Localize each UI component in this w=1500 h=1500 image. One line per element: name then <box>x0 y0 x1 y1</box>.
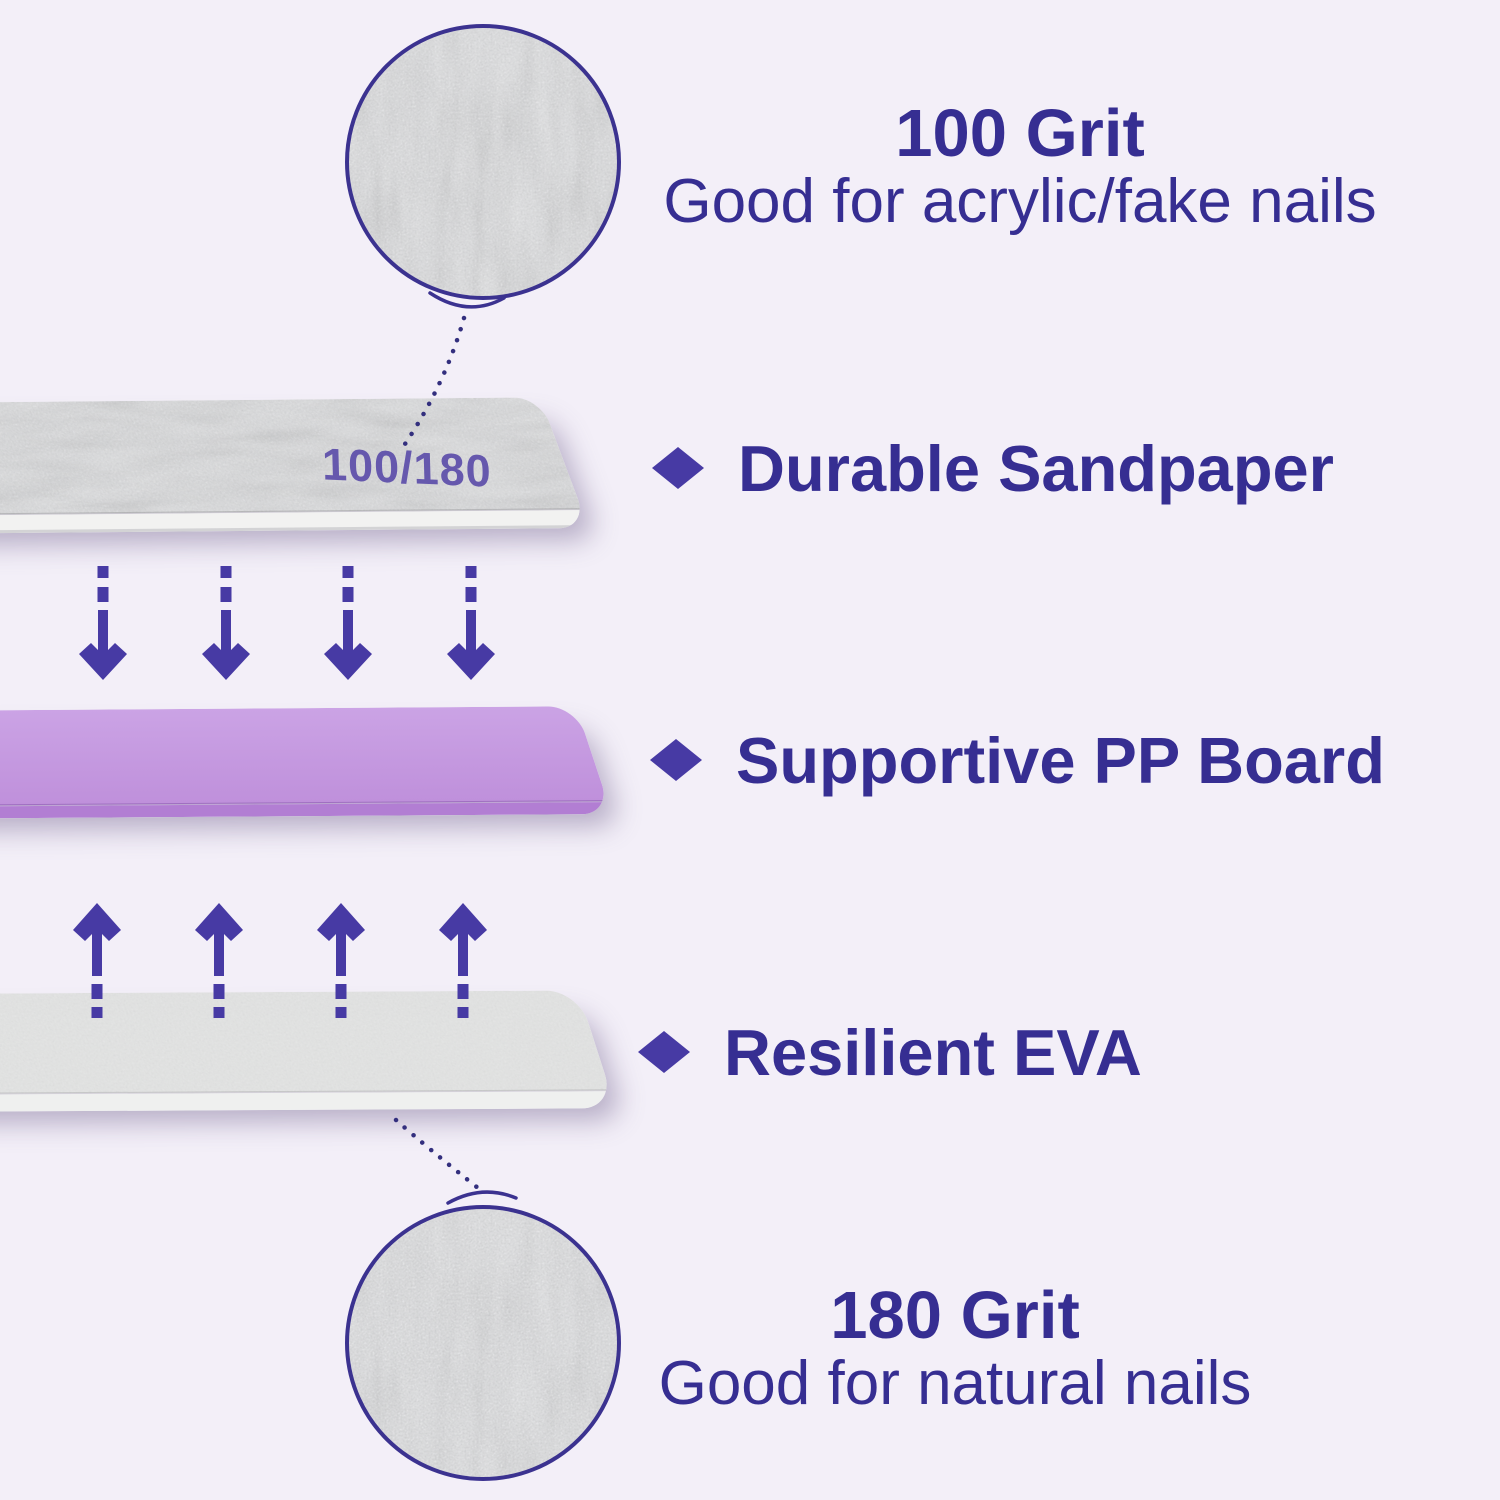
label-text: Resilient EVA <box>724 1015 1142 1089</box>
dotted-connector-bottom <box>393 1117 481 1191</box>
grit-print-label: 100/180 <box>321 438 493 497</box>
down-arrow-icon <box>324 566 372 680</box>
sandpaper-texture-circle-180 <box>345 1205 621 1481</box>
label-supportive-pp-board: Supportive PP Board <box>650 723 1385 797</box>
up-arrow-icon <box>73 903 121 1018</box>
diamond-icon <box>650 739 702 781</box>
sandpaper-strip <box>0 397 589 534</box>
up-arrow-icon <box>439 903 487 1018</box>
down-arrow-icon <box>79 566 127 680</box>
down-arrow-icon <box>447 566 495 680</box>
callout-180-grit: 180 Grit Good for natural nails <box>525 1282 1385 1418</box>
label-text: Durable Sandpaper <box>738 431 1334 505</box>
diamond-icon <box>638 1031 690 1073</box>
label-durable-sandpaper: Durable Sandpaper <box>652 431 1334 505</box>
label-resilient-eva: Resilient EVA <box>638 1015 1142 1089</box>
callout-title-100-grit: 100 Grit <box>895 96 1145 171</box>
sandpaper-texture-circle-100 <box>345 24 621 300</box>
callout-subtitle-180-grit: Good for natural nails <box>658 1349 1252 1418</box>
eva-strip <box>0 990 616 1112</box>
callout-subtitle-100-grit: Good for acrylic/fake nails <box>663 167 1377 236</box>
label-text: Supportive PP Board <box>736 723 1385 797</box>
pp-board-strip <box>0 706 612 819</box>
down-arrow-icon <box>202 566 250 680</box>
up-arrow-icon <box>195 903 243 1018</box>
callout-100-grit: 100 Grit Good for acrylic/fake nails <box>590 100 1450 236</box>
callout-title-180-grit: 180 Grit <box>830 1278 1080 1353</box>
up-arrow-icon <box>317 903 365 1018</box>
diamond-icon <box>652 447 704 489</box>
